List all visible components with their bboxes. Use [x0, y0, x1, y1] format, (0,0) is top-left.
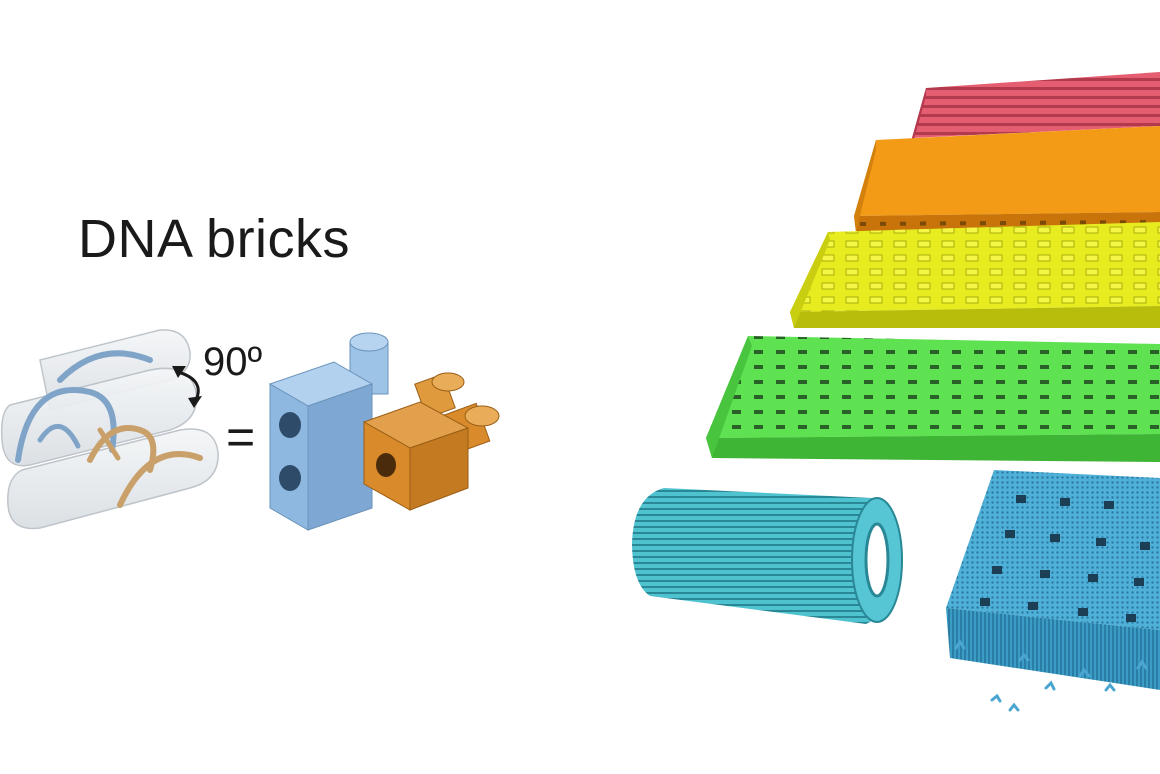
rotation-angle-label: 90º — [203, 340, 263, 384]
equals-sign: = — [226, 409, 256, 465]
blue-brick — [268, 332, 389, 531]
teal-tube — [632, 488, 903, 624]
orange-layer — [854, 126, 1160, 232]
yellow-layer — [790, 222, 1160, 328]
helix-bundle-illustration — [0, 329, 219, 530]
diagram-title: DNA bricks — [78, 209, 351, 269]
red-layer — [912, 72, 1160, 146]
orange-brick — [362, 372, 500, 511]
rotation-arrow-icon — [172, 366, 202, 408]
blue-block — [946, 470, 1160, 712]
green-layer — [706, 336, 1160, 462]
